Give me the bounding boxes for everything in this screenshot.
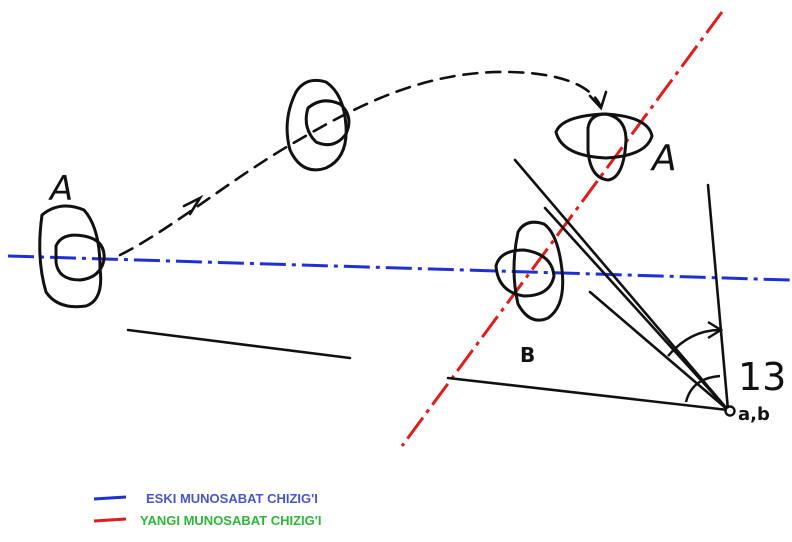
vertex-point bbox=[724, 405, 736, 417]
trajectory-path bbox=[118, 70, 602, 257]
label-b: B bbox=[520, 343, 535, 367]
black-lines bbox=[126, 158, 730, 412]
label-angle-number: 13 bbox=[738, 355, 786, 399]
line-bottom-baseline bbox=[446, 376, 730, 412]
legend-text-old: ESKI MUNOSABAT CHIZIG'I bbox=[146, 491, 318, 506]
ray-mid bbox=[543, 206, 730, 412]
figure-middle bbox=[285, 78, 351, 172]
line-left-baseline bbox=[126, 328, 352, 360]
figure-a-left-inner bbox=[54, 233, 106, 282]
ray-short bbox=[588, 290, 730, 412]
angle-arc-outer bbox=[667, 328, 721, 357]
new-relation-line bbox=[400, 11, 724, 447]
arc-arrowhead bbox=[707, 320, 724, 340]
figure-middle-inner bbox=[304, 99, 351, 147]
label-a-right: A bbox=[650, 138, 677, 179]
figure-a-right-inner bbox=[586, 112, 628, 182]
angle-arcs bbox=[667, 320, 724, 403]
figure-a-right-outer bbox=[554, 112, 654, 160]
figure-middle-outer bbox=[285, 78, 348, 172]
legend-text-new: YANGI MUNOSABAT CHIZIG'I bbox=[140, 513, 322, 528]
figure-b-inner bbox=[494, 248, 556, 298]
arrowhead-mid bbox=[182, 194, 204, 216]
figure-a-left-outer bbox=[38, 204, 103, 309]
legend: ESKI MUNOSABAT CHIZIG'I YANGI MUNOSABAT … bbox=[93, 491, 322, 528]
ray-vertical bbox=[706, 183, 730, 412]
label-point: a,b bbox=[738, 404, 770, 425]
label-a-left: A bbox=[48, 169, 73, 209]
figure-a-right bbox=[554, 112, 654, 182]
old-relation-line bbox=[7, 254, 791, 282]
legend-line-old bbox=[93, 495, 127, 501]
angle-arc-inner bbox=[684, 374, 721, 403]
figure-b bbox=[494, 220, 565, 322]
figure-a-left bbox=[38, 204, 106, 309]
ray-long bbox=[513, 158, 730, 412]
arrowhead-end bbox=[588, 90, 608, 111]
trajectory-arrow bbox=[118, 70, 608, 257]
legend-line-new bbox=[93, 517, 127, 523]
